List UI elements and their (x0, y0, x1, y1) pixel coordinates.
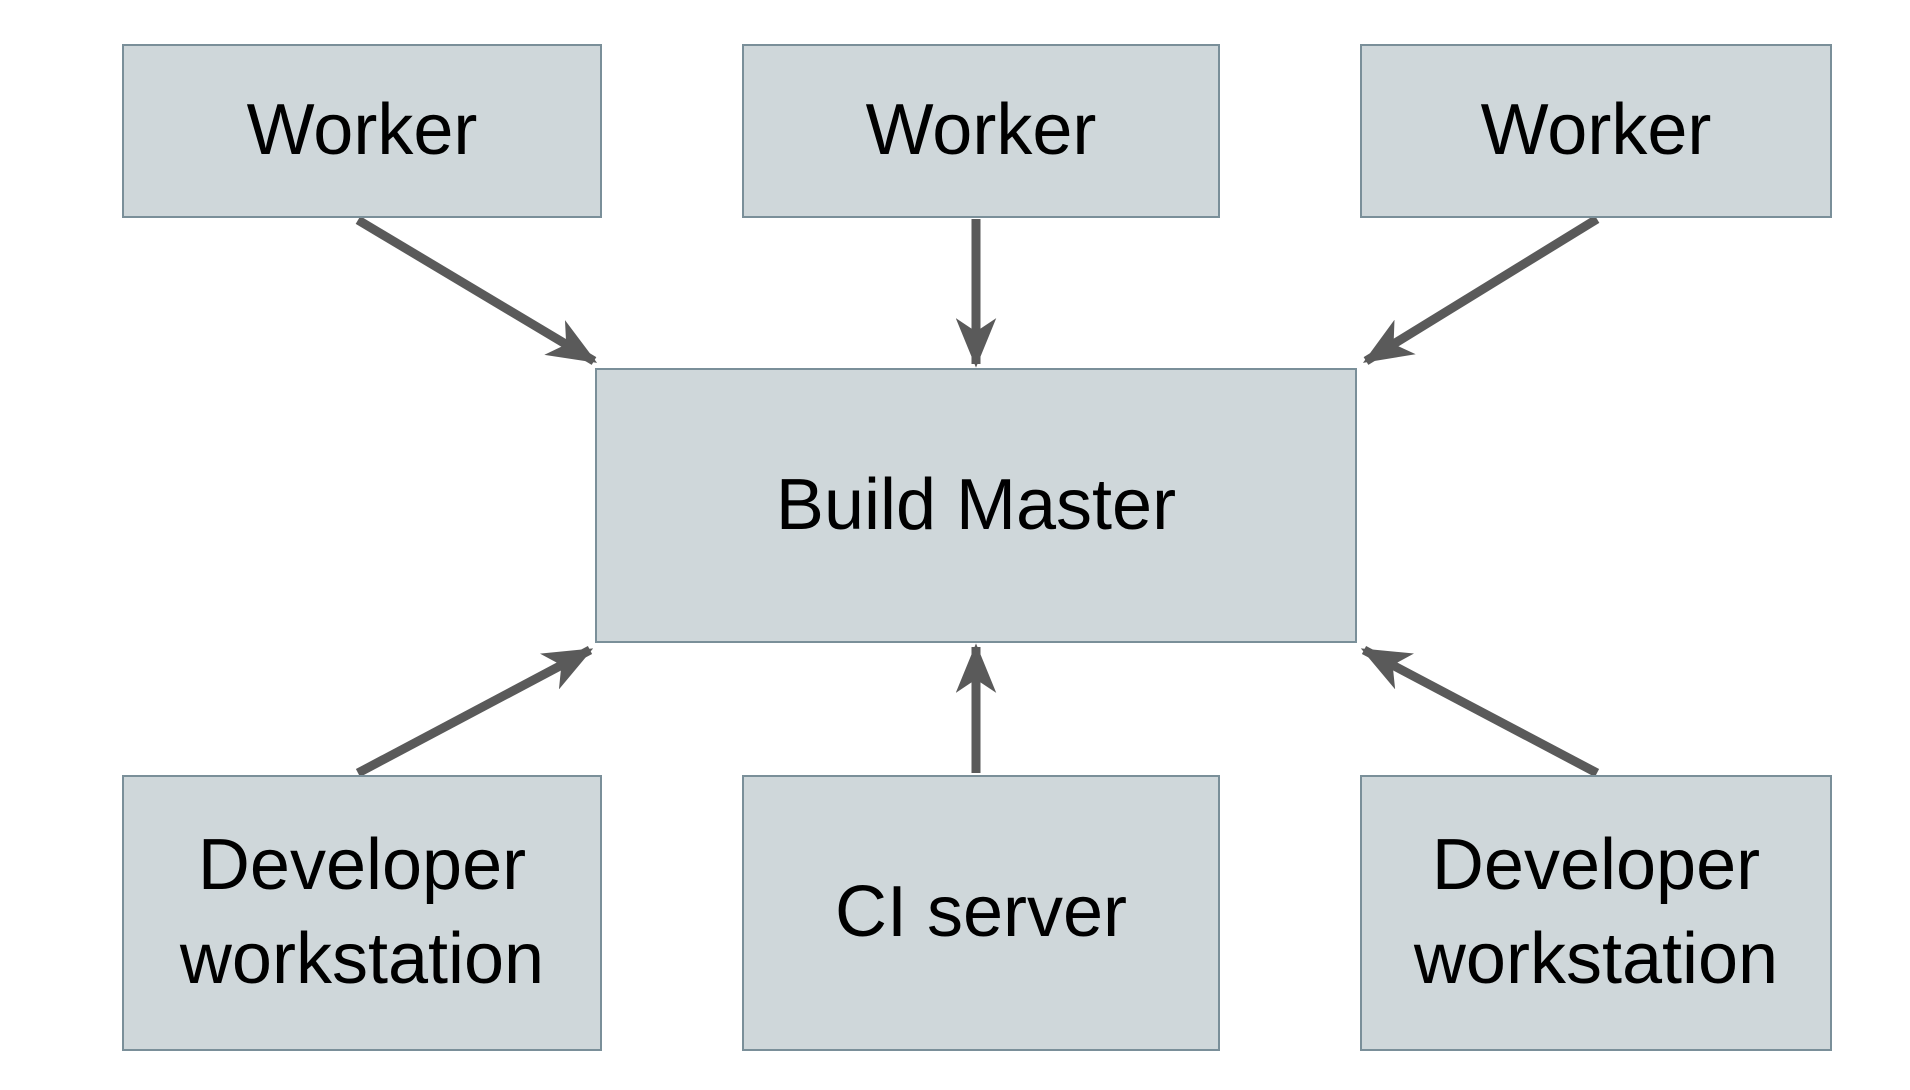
node-worker-2: Worker (742, 44, 1220, 218)
arrow-devworkstation2-to-buildmaster (1360, 646, 1600, 777)
node-ci-server: CI server (742, 775, 1220, 1051)
node-dev-workstation-2-label: Developer workstation (1413, 825, 1779, 999)
node-worker-1-label: Worker (246, 90, 478, 171)
node-worker-3-label: Worker (1480, 90, 1712, 171)
node-ci-server-label: CI server (834, 872, 1128, 953)
node-build-master: Build Master (595, 368, 1357, 643)
arrow-devworkstation1-to-buildmaster (355, 646, 594, 777)
node-build-master-label: Build Master (775, 464, 1177, 545)
node-worker-1: Worker (122, 44, 602, 218)
arrow-worker3-to-buildmaster (1362, 215, 1600, 365)
arrow-worker1-to-buildmaster (355, 216, 598, 365)
node-dev-workstation-1-label: Developer workstation (179, 825, 545, 999)
node-dev-workstation-2: Developer workstation (1360, 775, 1832, 1051)
node-dev-workstation-1: Developer workstation (122, 775, 602, 1051)
node-worker-2-label: Worker (865, 90, 1097, 171)
node-worker-3: Worker (1360, 44, 1832, 218)
